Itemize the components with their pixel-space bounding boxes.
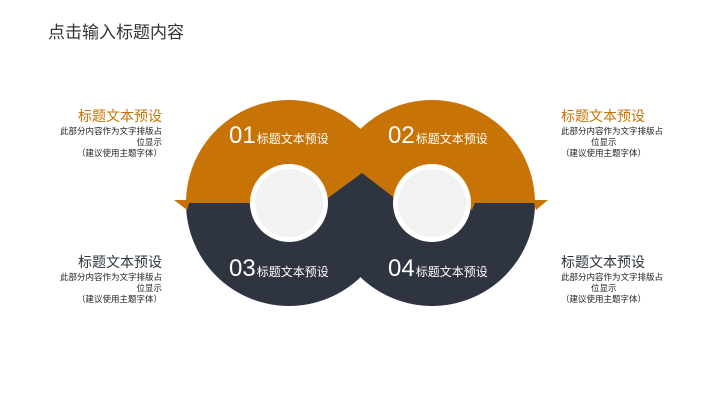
- side-desc: 此部分内容作为文字排版占: [59, 273, 162, 283]
- side-text-top-left: 标题文本预设 此部分内容作为文字排版占 位显示 （建议使用主题字体）: [32, 108, 162, 160]
- side-desc: （建议使用主题字体）: [76, 149, 162, 159]
- side-desc: 位显示: [136, 284, 162, 294]
- page-title: 点击输入标题内容: [48, 23, 184, 43]
- side-title: 标题文本预设: [561, 255, 645, 271]
- hole-left-inner: [255, 169, 323, 237]
- segment-label: 标题文本预设: [415, 265, 488, 279]
- segment-number: 01: [229, 122, 256, 149]
- side-title: 标题文本预设: [78, 255, 162, 271]
- left-arrow-icon: [174, 200, 190, 210]
- hole-right-inner: [398, 169, 466, 237]
- segment-number: 04: [388, 255, 415, 282]
- segment-number: 02: [388, 122, 415, 149]
- side-title: 标题文本预设: [561, 109, 645, 125]
- side-desc: 此部分内容作为文字排版占: [561, 273, 664, 283]
- circle-top-right: [329, 100, 535, 203]
- segment-label: 标题文本预设: [256, 132, 329, 146]
- circle-bottom-right: [329, 203, 535, 306]
- side-desc: 位显示: [591, 284, 617, 294]
- segment-label: 标题文本预设: [415, 132, 488, 146]
- side-desc: （建议使用主题字体）: [561, 149, 647, 159]
- segment-number: 03: [229, 255, 256, 282]
- side-desc: 此部分内容作为文字排版占: [59, 127, 162, 137]
- side-text-top-right: 标题文本预设 此部分内容作为文字排版占 位显示 （建议使用主题字体）: [561, 108, 691, 160]
- segment-label: 标题文本预设: [256, 265, 329, 279]
- side-text-bottom-right: 标题文本预设 此部分内容作为文字排版占 位显示 （建议使用主题字体）: [561, 254, 691, 306]
- side-desc: （建议使用主题字体）: [76, 295, 162, 305]
- side-desc: 此部分内容作为文字排版占: [561, 127, 664, 137]
- right-arrow-icon: [533, 200, 548, 210]
- side-desc: 位显示: [591, 138, 617, 148]
- side-desc: （建议使用主题字体）: [561, 295, 647, 305]
- side-title: 标题文本预设: [78, 109, 162, 125]
- side-desc: 位显示: [136, 138, 162, 148]
- side-text-bottom-left: 标题文本预设 此部分内容作为文字排版占 位显示 （建议使用主题字体）: [32, 254, 162, 306]
- center-arrow-up: [317, 173, 405, 230]
